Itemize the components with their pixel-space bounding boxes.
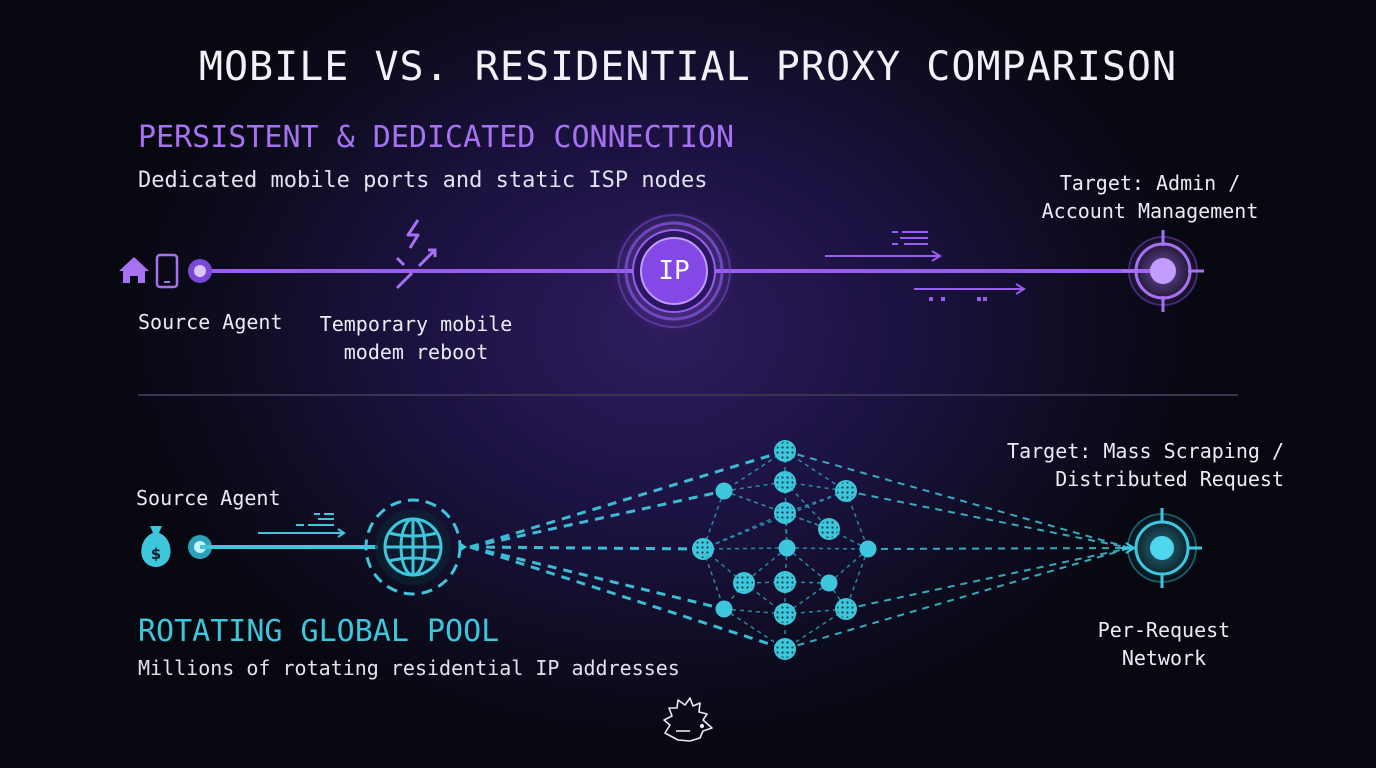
network-node-texture: [837, 600, 855, 618]
per-request-network-label: Per-Request Network: [1097, 618, 1231, 670]
smartphone-icon: [155, 253, 179, 289]
residential-source-agent-label: Source Agent: [136, 486, 281, 510]
globe-icon: [364, 498, 467, 596]
fan-out-line: [469, 545, 704, 551]
fan-out-line: [469, 545, 786, 651]
mobile-source-agent-label: Source Agent: [138, 310, 283, 334]
mesh-line: [702, 547, 788, 550]
modem-reboot-label: Temporary mobile modem reboot: [319, 312, 513, 364]
fan-out-line: [469, 489, 725, 549]
mesh-line: [723, 490, 830, 530]
lightning-icon: [406, 219, 420, 249]
residential-section-subheading: Millions of rotating residential IP addr…: [138, 656, 680, 680]
svg-text:$: $: [151, 545, 161, 563]
ip-hub-icon: [612, 209, 736, 333]
converge-connections: [784, 450, 1131, 650]
speed-arrow-residential: [258, 513, 346, 538]
network-node-texture: [776, 473, 794, 491]
mesh-line: [845, 548, 869, 610]
residential-target-label: Target: Mass Scraping / Distributed Requ…: [1007, 439, 1284, 491]
mobile-source-node: [188, 259, 212, 283]
fan-out-line: [469, 545, 725, 611]
speed-arrow-lower: [914, 283, 1026, 301]
network-node-texture: [694, 540, 712, 558]
mesh-line: [786, 547, 869, 550]
network-node: [859, 540, 877, 558]
mesh-line: [828, 548, 869, 584]
converge-line: [845, 547, 1131, 610]
mesh-line: [784, 547, 788, 583]
network-node-texture: [776, 573, 794, 591]
network-node-texture: [776, 605, 794, 623]
mesh-line: [743, 547, 788, 584]
network-node-texture: [735, 574, 753, 592]
mesh-line: [702, 512, 786, 550]
residential-section-heading: ROTATING GLOBAL POOL: [138, 614, 500, 649]
mobile-target-label: Target: Admin / Account Management: [1041, 171, 1259, 223]
converge-line: [867, 547, 1131, 550]
target-icon: [1122, 230, 1204, 312]
money-bag-icon: $: [141, 526, 171, 567]
network-node: [715, 482, 733, 500]
speed-arrow-upper: [825, 231, 942, 262]
page-title: MOBILE VS. RESIDENTIAL PROXY COMPARISON: [198, 44, 1178, 90]
broken-link-icon: [395, 248, 437, 290]
converge-line: [784, 547, 1131, 650]
converge-line: [845, 490, 1131, 549]
network-node-texture: [776, 640, 794, 658]
node-network-icon: [692, 440, 877, 660]
section-divider: [138, 394, 1238, 396]
mesh-line: [784, 582, 830, 615]
mobile-section-subheading: Dedicated mobile ports and static ISP no…: [138, 168, 708, 193]
network-node-texture: [820, 520, 838, 538]
hedgehog-logo-icon: [663, 697, 713, 742]
network-node-texture: [837, 482, 855, 500]
network-node: [820, 574, 838, 592]
network-node: [715, 600, 733, 618]
fan-out-line: [469, 449, 786, 549]
mesh-line: [702, 490, 847, 550]
mobile-section-heading: PERSISTENT & DEDICATED CONNECTION: [138, 120, 735, 155]
target-icon: [1122, 508, 1202, 588]
network-node-texture: [776, 504, 794, 522]
mesh-line: [786, 547, 830, 584]
ip-hub-label: IP: [658, 256, 690, 286]
network-node-texture: [776, 442, 794, 460]
fan-out-connections: [469, 449, 786, 651]
home-icon: [119, 257, 149, 283]
network-node: [778, 539, 796, 557]
